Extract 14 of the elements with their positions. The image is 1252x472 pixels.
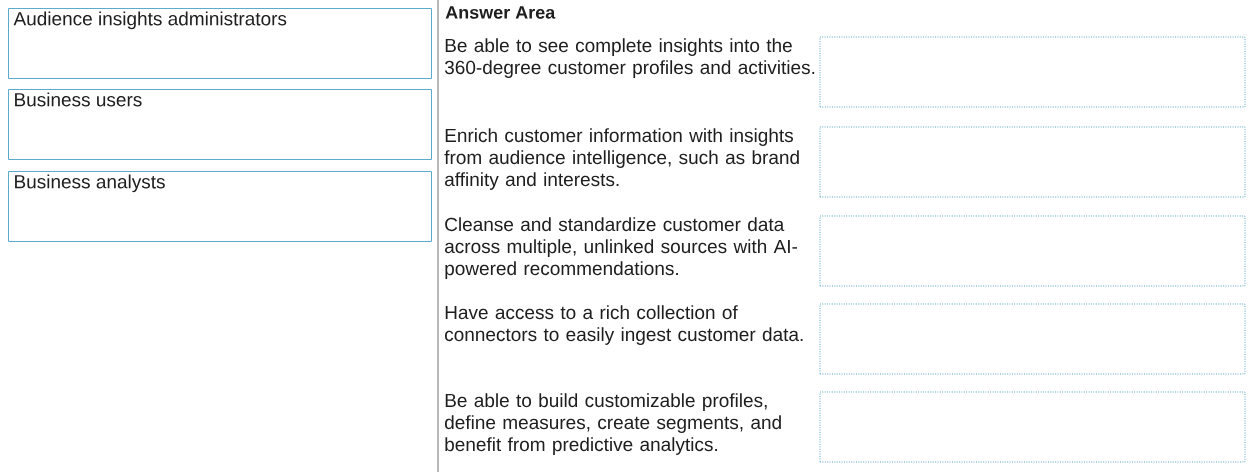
answer-box [819,126,1246,198]
answer-box [819,303,1246,375]
choice-box: Business analysts [8,171,432,242]
statement-text: Have access to a rich collection of connectors to easily ingest customer data. [445,305,803,345]
answer-box [819,36,1246,108]
statement-text: Be able to see complete insights into the 360-degree customer profiles and activities. [444,38,815,78]
statement-text: Cleanse and standardize customer data across multiple, unlinked sources with AI-powered recommendations. [445,217,798,279]
choice-box: Business users [8,89,432,160]
statement-text: Enrich customer information with insights from audience intelligence, such as brand affinity and interests. [444,128,799,190]
answer-box [819,215,1246,287]
choice-box: Audience insights administrators [8,8,432,79]
heading: Answer Area [445,6,556,19]
statement-text: Be able to build customizable profiles, define measures, create segments, and benefit from predictive analytics. [445,393,781,455]
answer-box [819,391,1246,463]
